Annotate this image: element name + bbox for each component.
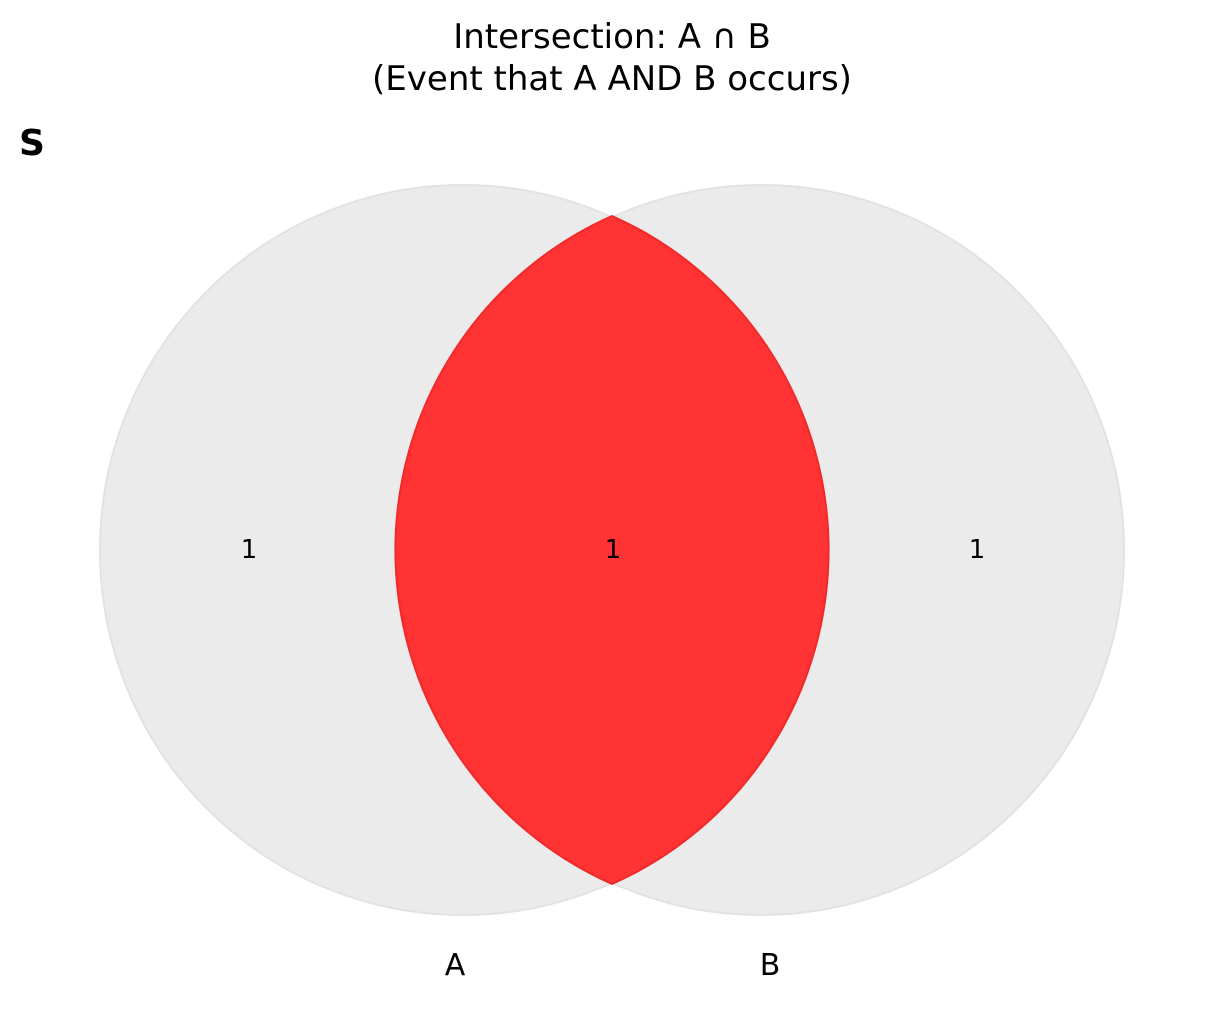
- region-count-a-and-b: 1: [605, 535, 622, 565]
- diagram-title-line-2: (Event that A AND B occurs): [372, 59, 852, 99]
- diagram-title-line-1: Intersection: A ∩ B: [453, 17, 771, 57]
- region-count-a-only: 1: [241, 535, 258, 565]
- sample-space-label: S: [19, 123, 45, 164]
- region-count-b-only: 1: [969, 535, 986, 565]
- set-a-label: A: [445, 948, 466, 983]
- set-b-label: B: [760, 948, 781, 983]
- intersection-region: [394, 214, 830, 886]
